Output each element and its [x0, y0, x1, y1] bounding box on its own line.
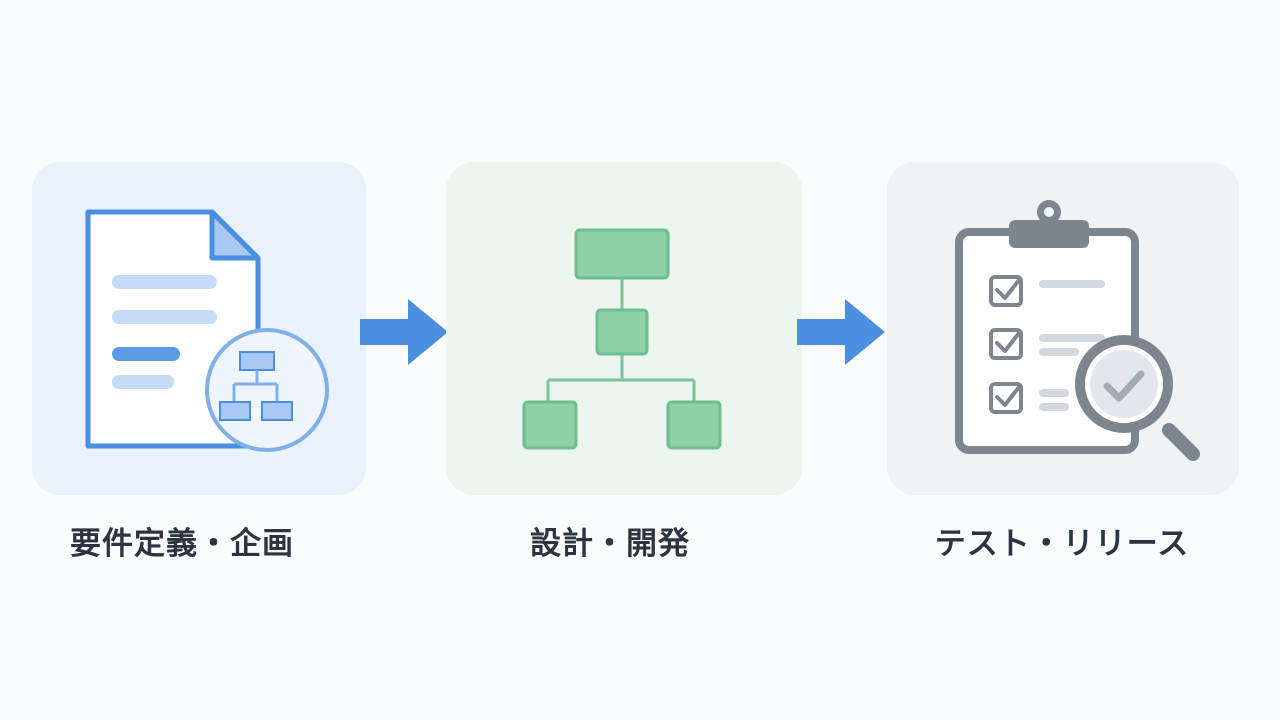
requirements-document-icon [85, 209, 329, 452]
step-card-design [446, 162, 802, 495]
right-arrow-icon [360, 299, 452, 369]
structure-tree-icon [522, 228, 722, 450]
test-clipboard-icon [955, 200, 1200, 461]
step-label-requirements: 要件定義・企画 [70, 526, 294, 562]
step-card-requirements [32, 162, 366, 495]
right-arrow-icon [797, 299, 889, 369]
step-label-design: 設計・開発 [530, 526, 690, 562]
step-card-test [887, 162, 1239, 495]
step-label-test: テスト・リリース [934, 526, 1190, 562]
